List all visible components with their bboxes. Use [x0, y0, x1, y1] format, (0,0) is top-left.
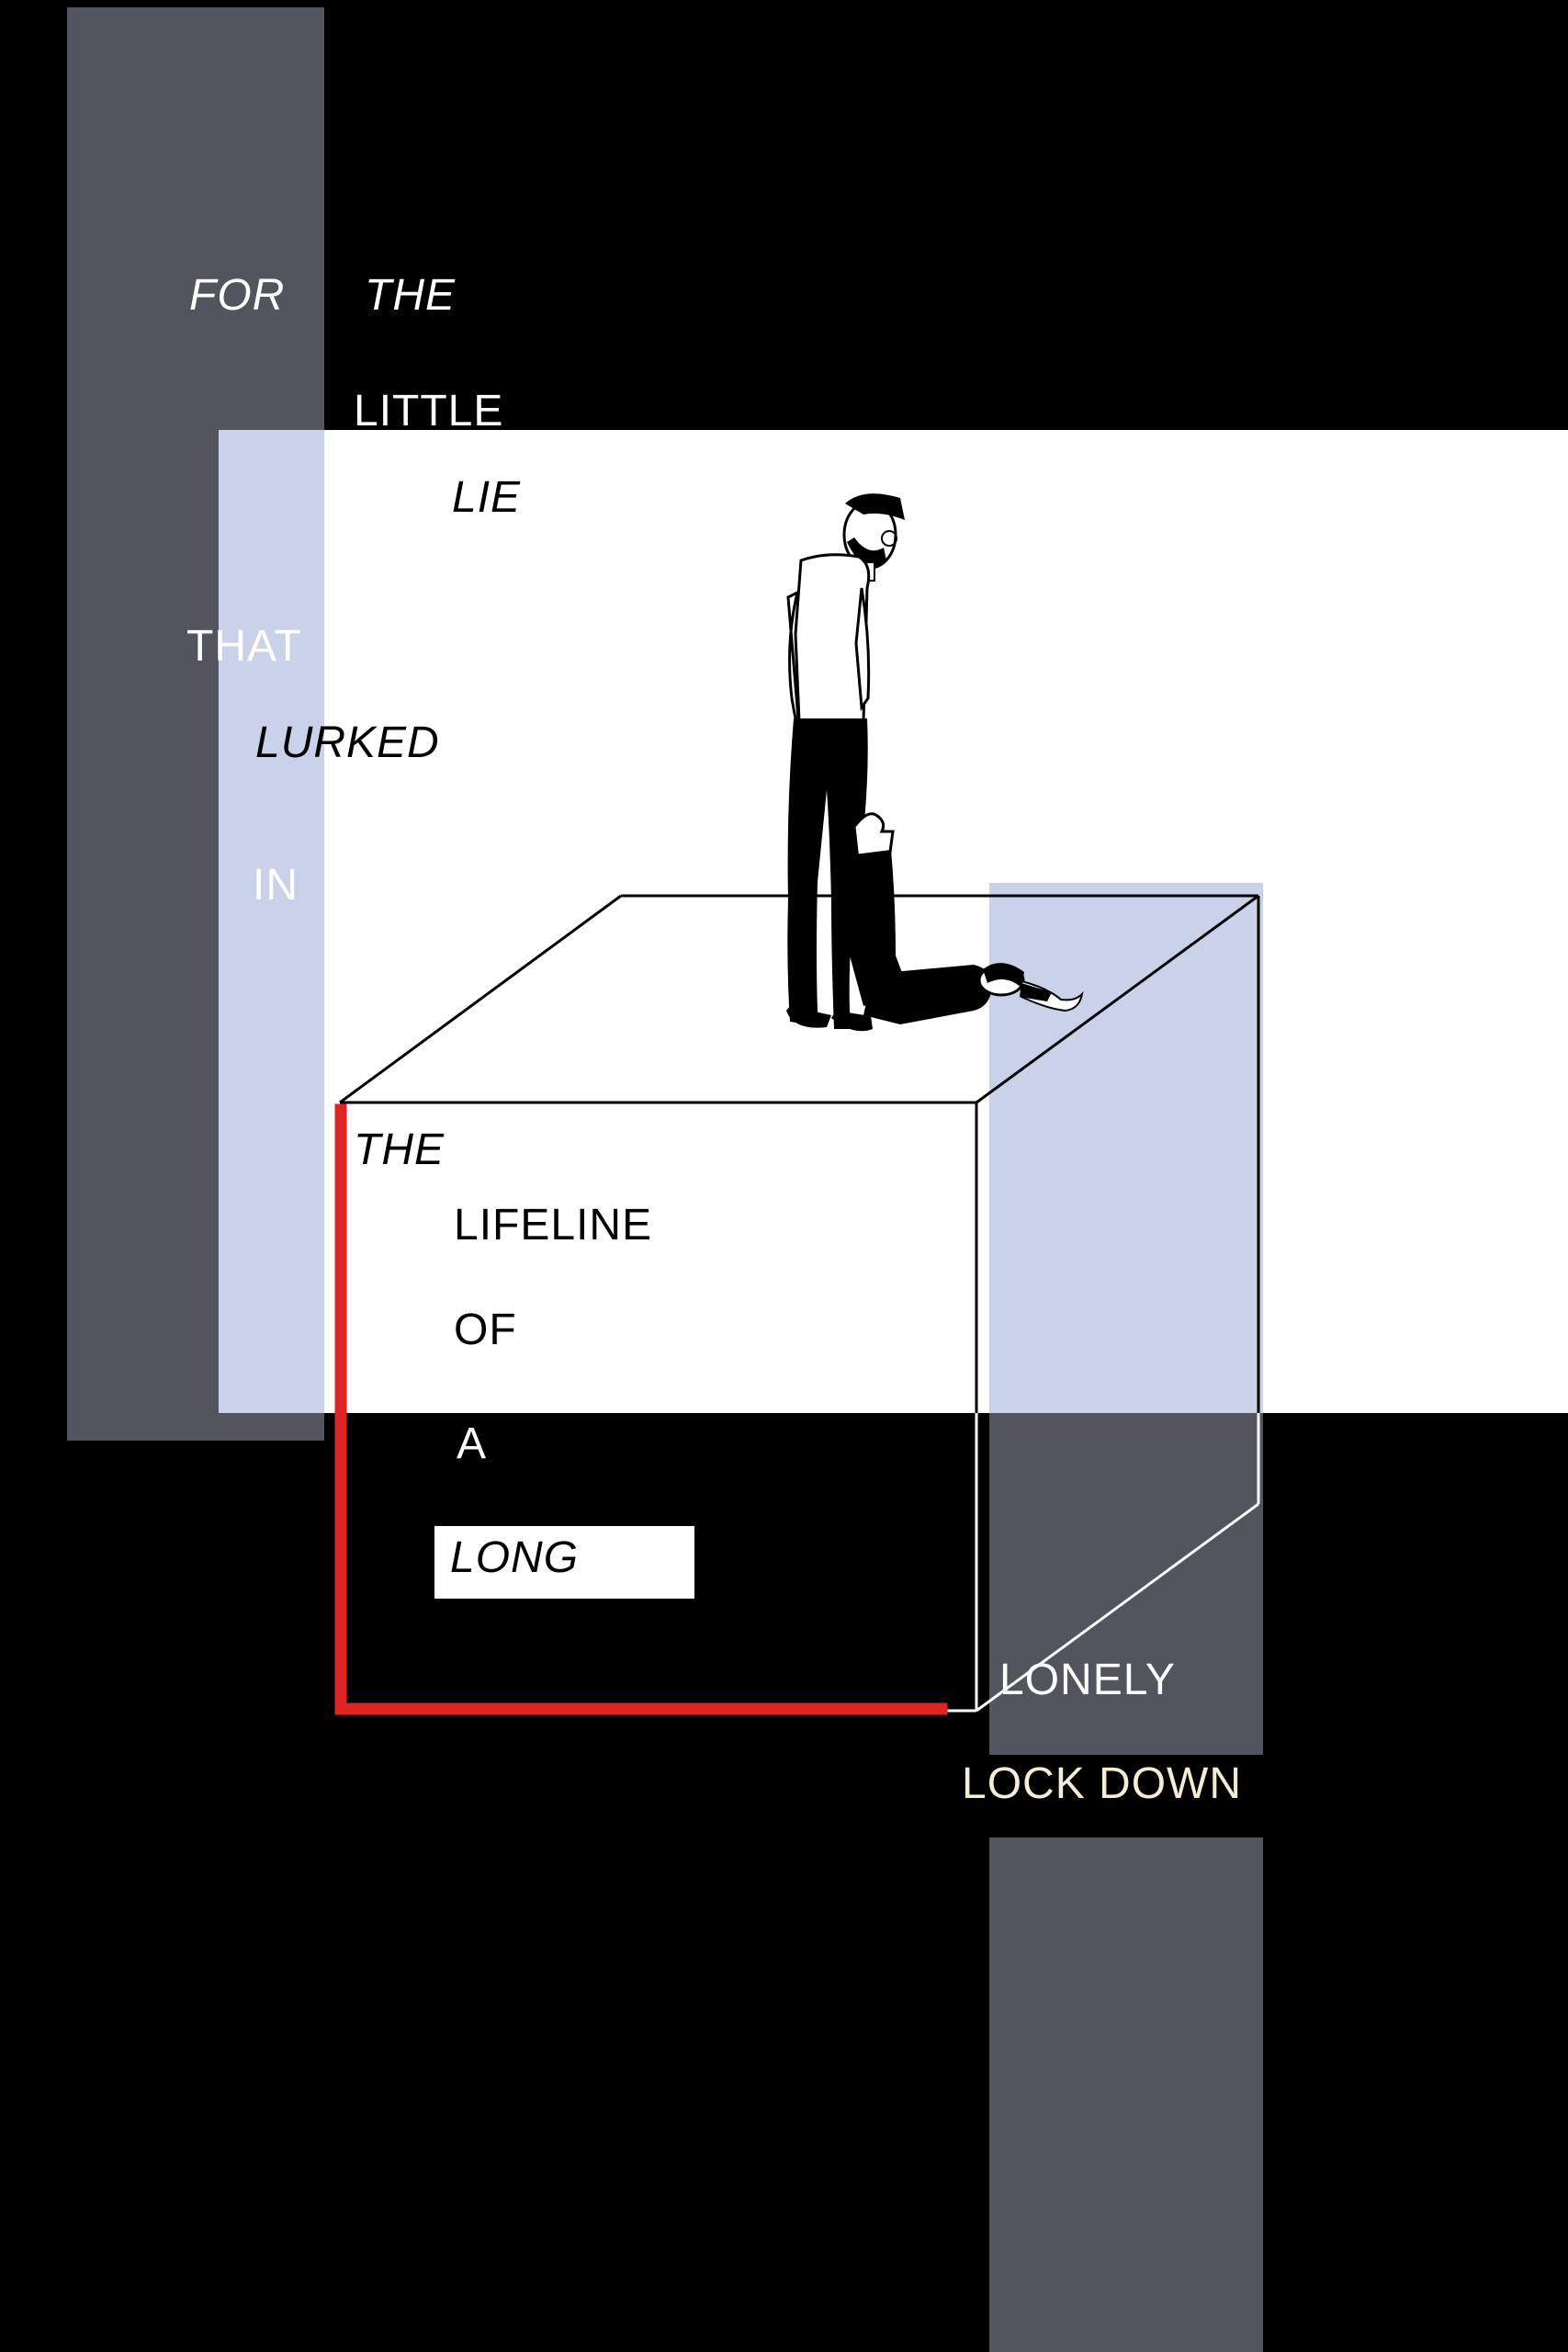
- lying-child-figure: [850, 812, 1084, 1024]
- word-lock-down: LOCK DOWN: [962, 1759, 1243, 1808]
- word-lie: LIE: [452, 473, 522, 522]
- word-in: IN: [253, 861, 299, 910]
- word-that: THAT: [186, 622, 302, 671]
- word-a: A: [457, 1419, 488, 1468]
- gray-right-column-upper: [989, 1413, 1263, 1755]
- word-little: LITTLE: [354, 387, 504, 435]
- word-of: OF: [454, 1306, 517, 1354]
- word-for: FOR: [189, 271, 286, 320]
- word-lonely: LONELY: [999, 1656, 1176, 1704]
- word-the-1: THE: [365, 271, 456, 320]
- word-long: LONG: [450, 1533, 580, 1582]
- gray-right-column-lower: [989, 1838, 1263, 2352]
- long-word-box: [434, 1526, 694, 1599]
- word-lifeline: LIFELINE: [454, 1201, 653, 1250]
- word-the-2: THE: [354, 1125, 445, 1174]
- pale-blue-right-column: [989, 883, 1263, 1413]
- pale-blue-left-column: [219, 430, 324, 1413]
- word-lurked: LURKED: [255, 718, 440, 767]
- standing-man-figure: [786, 493, 905, 1032]
